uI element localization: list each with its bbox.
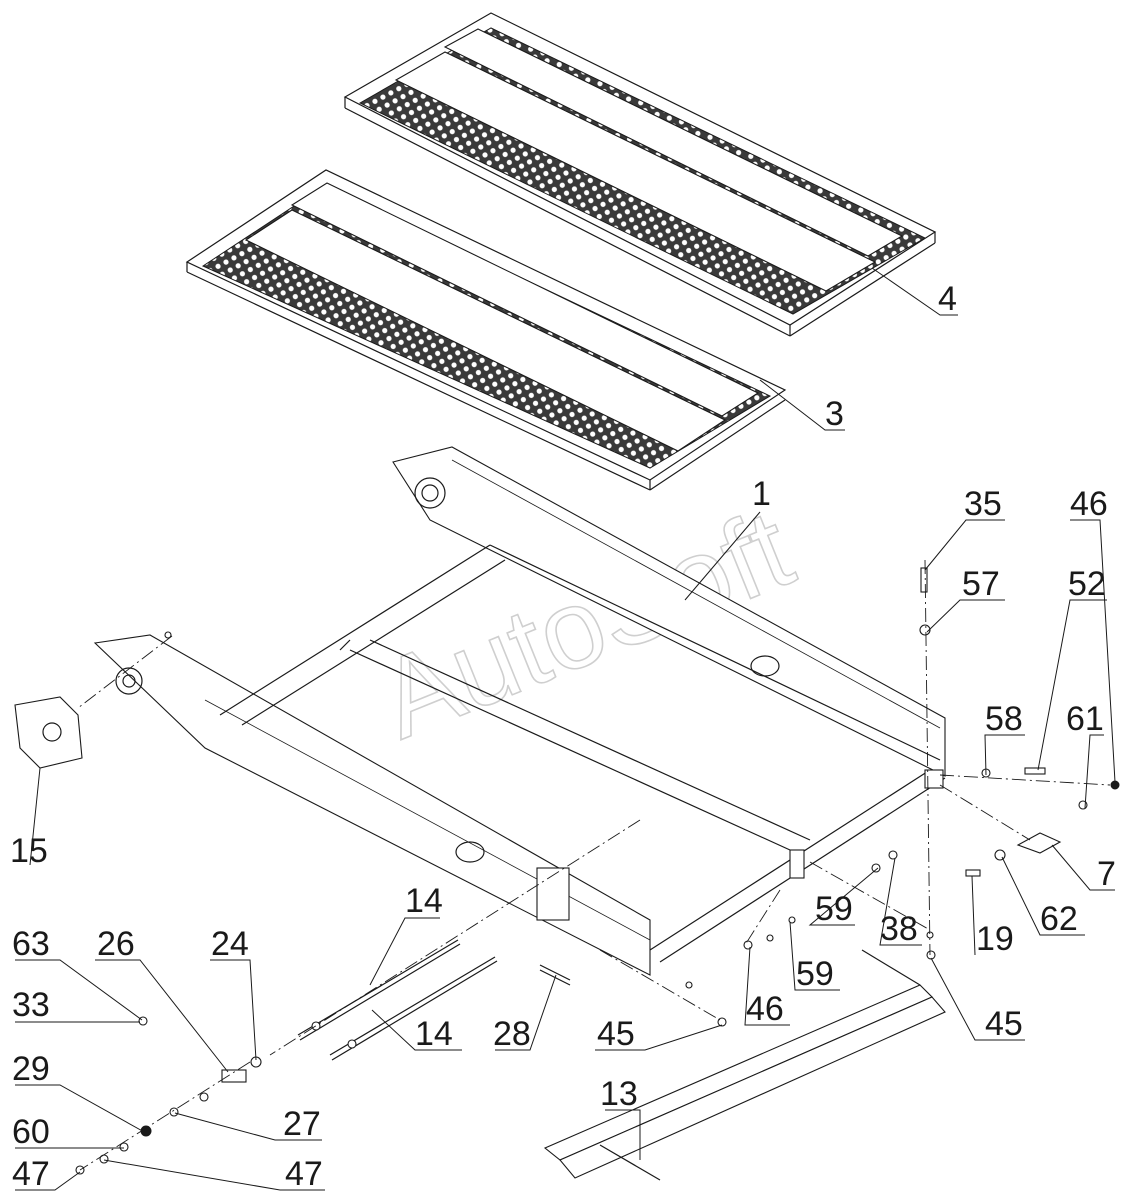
- callout-62: 62: [1040, 900, 1078, 938]
- callout-3: 3: [825, 395, 844, 433]
- callout-52: 52: [1068, 565, 1106, 603]
- callout-33: 33: [12, 986, 50, 1024]
- callout-19: 19: [976, 920, 1014, 958]
- callout-46: 46: [1070, 485, 1108, 523]
- callout-63: 63: [12, 925, 50, 963]
- sieve-4: [343, 12, 937, 337]
- callout-47: 47: [285, 1155, 323, 1193]
- callout-14: 14: [415, 1015, 453, 1053]
- callout-14: 14: [405, 882, 443, 920]
- plate-15: [14, 696, 83, 769]
- callout-27: 27: [283, 1105, 321, 1143]
- callout-7: 7: [1097, 855, 1116, 893]
- callout-47: 47: [12, 1155, 50, 1193]
- callout-35: 35: [964, 485, 1002, 523]
- pan-13: [543, 949, 946, 1181]
- sieve-3: [185, 169, 787, 491]
- callout-60: 60: [12, 1113, 50, 1151]
- callout-13: 13: [600, 1075, 638, 1113]
- callout-45: 45: [985, 1005, 1023, 1043]
- callout-28: 28: [493, 1015, 531, 1053]
- callout-38: 38: [880, 910, 918, 948]
- assembly-axis-lines: [77, 559, 1111, 1171]
- callout-46: 46: [746, 990, 784, 1028]
- callouts: 4 3 1 35 46 57 52 58 61 15 7 59 38 19 62…: [10, 280, 1116, 1193]
- hardware: [75, 567, 1120, 1175]
- rods-14: [297, 939, 498, 1061]
- callout-61: 61: [1066, 700, 1104, 738]
- callout-58: 58: [985, 700, 1023, 738]
- callout-15: 15: [10, 832, 48, 870]
- leader-lines: [15, 267, 1116, 1191]
- bolt-28: [539, 964, 571, 986]
- callout-1: 1: [752, 475, 771, 513]
- callout-24: 24: [211, 925, 249, 963]
- frame-1: [93, 446, 946, 976]
- callout-57: 57: [962, 565, 1000, 603]
- callout-29: 29: [12, 1050, 50, 1088]
- callout-59: 59: [796, 955, 834, 993]
- callout-45: 45: [597, 1015, 635, 1053]
- callout-59: 59: [815, 890, 853, 928]
- callout-26: 26: [97, 925, 135, 963]
- callout-4: 4: [938, 280, 957, 318]
